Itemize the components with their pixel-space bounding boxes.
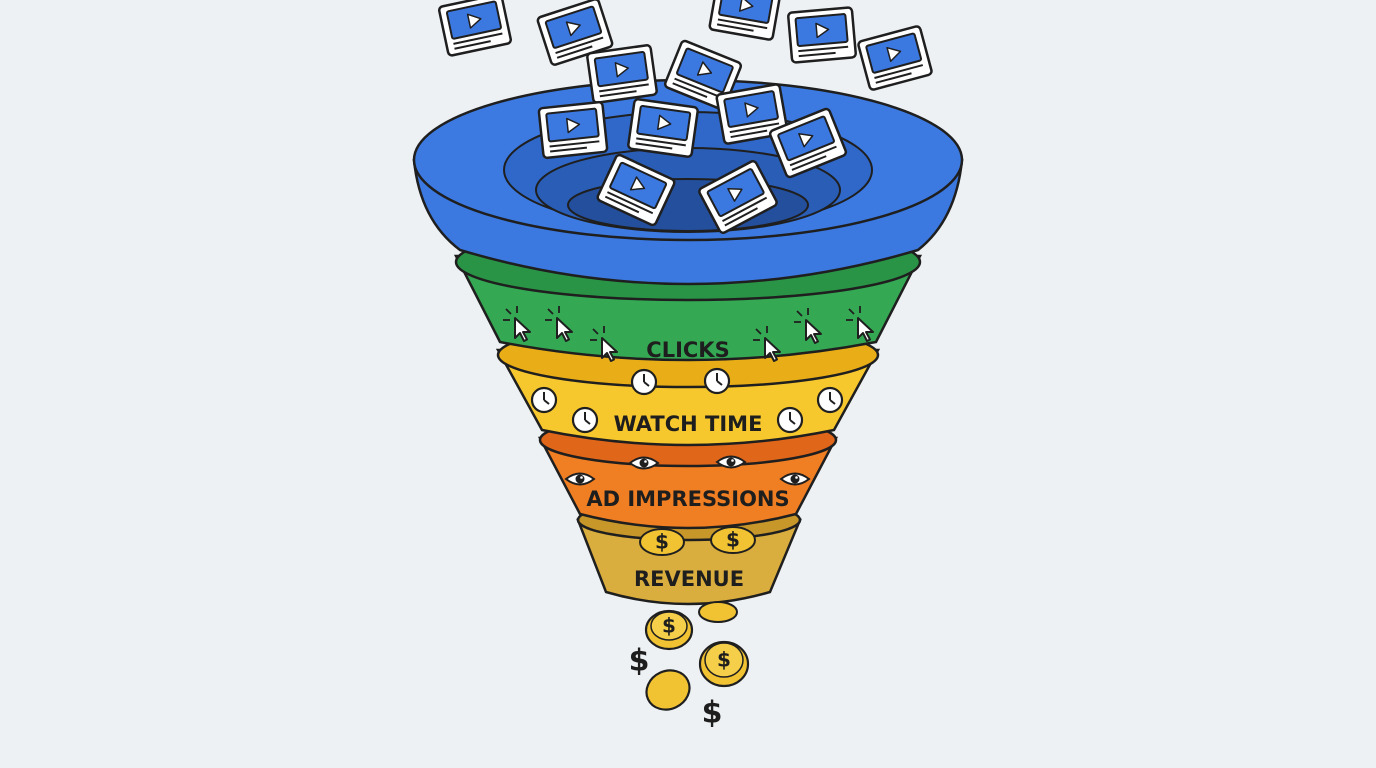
- coin-icon: [645, 669, 691, 711]
- stage-label-clicks: CLICKS: [646, 338, 729, 362]
- eye-icon: [780, 472, 810, 486]
- clock-icon: [703, 367, 731, 395]
- video-card-icon: [626, 97, 700, 159]
- stage-label-revenue: REVENUE: [634, 567, 744, 591]
- coin-symbol: $: [655, 530, 669, 554]
- video-card-icon: [537, 100, 609, 160]
- stage-label-watch-time: WATCH TIME: [614, 412, 763, 436]
- clock-icon: [816, 386, 844, 414]
- video-card-icon: [707, 0, 783, 42]
- coin-icon: [698, 601, 738, 623]
- coin-symbol: $: [726, 528, 740, 552]
- eye-icon: [565, 472, 595, 486]
- dollar-sign: $: [702, 696, 723, 731]
- falling-coins: $ $ $ $: [629, 601, 750, 731]
- coin-symbol: $: [717, 648, 731, 672]
- video-card-icon: [856, 24, 934, 92]
- coin-icon: $: [698, 640, 750, 688]
- eye-icon: [629, 456, 659, 470]
- stage-label-ad-impressions: AD IMPRESSIONS: [586, 487, 789, 511]
- clock-icon: [776, 406, 804, 434]
- clock-icon: [530, 386, 558, 414]
- clock-icon: [630, 368, 658, 396]
- video-card-icon: [437, 0, 513, 58]
- coin-icon: $: [644, 609, 694, 651]
- video-card-icon: [786, 6, 858, 64]
- video-card-icon: [585, 43, 659, 105]
- coin-icon: $: [710, 526, 756, 554]
- dollar-sign: $: [629, 644, 650, 679]
- coin-icon: $: [639, 528, 685, 556]
- clock-icon: [571, 406, 599, 434]
- coin-symbol: $: [662, 614, 676, 638]
- eye-icon: [716, 455, 746, 469]
